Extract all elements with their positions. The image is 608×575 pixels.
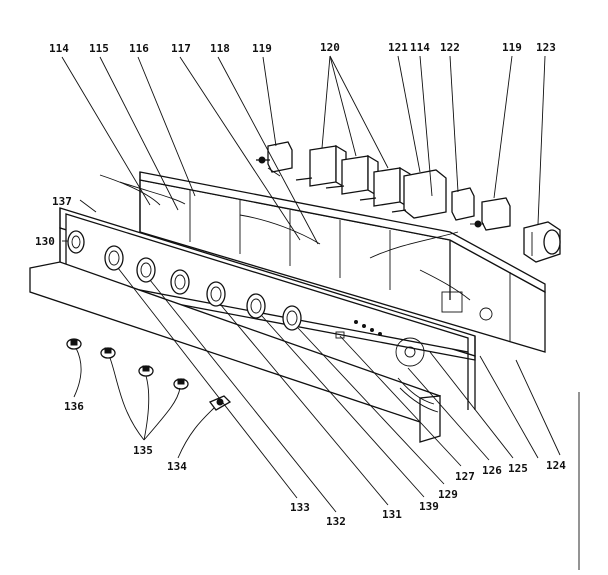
label-127: 127	[455, 470, 475, 483]
label-139: 139	[419, 500, 439, 513]
rear-housing	[139, 171, 546, 353]
label-116: 116	[129, 42, 149, 55]
label-118: 118	[210, 42, 230, 55]
label-120: 120	[320, 41, 340, 54]
knobs-135	[100, 347, 189, 390]
wiring-harness	[99, 174, 471, 301]
label-130: 130	[35, 235, 55, 248]
label-136: 136	[64, 400, 84, 413]
part-labels: 114 115 116 117 118 119 120 121 114 122 …	[35, 41, 566, 528]
label-114-left: 114	[49, 42, 69, 55]
label-133: 133	[290, 501, 310, 514]
indicator-lights	[335, 320, 382, 339]
label-115: 115	[89, 42, 109, 55]
knob-bezels	[67, 230, 302, 331]
small-switch-right	[451, 187, 511, 231]
label-119-right: 119	[502, 41, 522, 54]
label-132: 132	[326, 515, 346, 528]
label-123: 123	[536, 41, 556, 54]
label-125: 125	[508, 462, 528, 475]
label-122: 122	[440, 41, 460, 54]
label-134: 134	[167, 460, 187, 473]
label-117: 117	[171, 42, 191, 55]
knob-136	[66, 338, 82, 350]
infinite-switches	[295, 144, 447, 219]
label-131: 131	[382, 508, 402, 521]
label-137: 137	[52, 195, 72, 208]
label-129: 129	[438, 488, 458, 501]
small-switch-left	[256, 141, 293, 177]
clock-timer	[523, 221, 561, 263]
label-119-left: 119	[252, 42, 272, 55]
label-124: 124	[546, 459, 566, 472]
leader-lines	[61, 55, 561, 513]
label-126: 126	[482, 464, 502, 477]
thermostat-control	[395, 291, 493, 413]
front-control-panel	[59, 207, 476, 410]
label-114-right: 114	[410, 41, 430, 54]
label-135: 135	[133, 444, 153, 457]
label-121: 121	[388, 41, 408, 54]
